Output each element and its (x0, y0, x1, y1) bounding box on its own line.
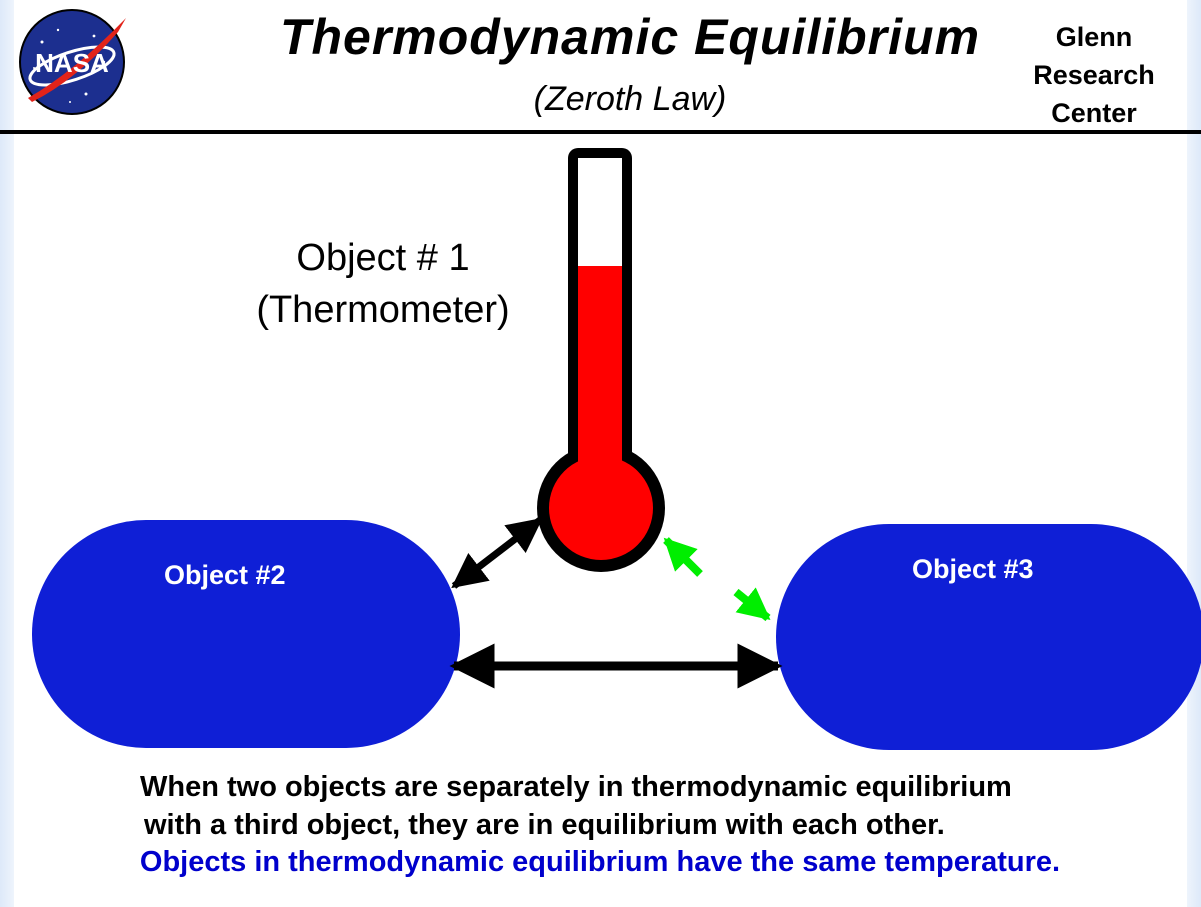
research-center-name: Glenn Research Center (1009, 18, 1179, 132)
nasa-logo: NASA (19, 9, 126, 115)
center-line: Research (1033, 60, 1155, 90)
object-1-type: (Thermometer) (256, 289, 510, 331)
object-3-label: Object #3 (912, 554, 1034, 584)
caption-highlight: Objects in thermodynamic equilibrium hav… (139, 846, 1061, 878)
caption: When two objects are separately in therm… (140, 768, 1120, 844)
nasa-logo-text: NASA (35, 48, 109, 78)
caption-line: When two objects are separately in therm… (140, 771, 1012, 803)
object-1-name: Object # 1 (296, 237, 470, 279)
header-divider (0, 130, 1201, 134)
left-edge (0, 0, 14, 907)
object-2-shape (32, 520, 460, 748)
page-title: Thermodynamic Equilibrium (279, 9, 981, 65)
object-3-shape (776, 524, 1201, 750)
arrow-thermometer-object3 (663, 537, 771, 622)
arrow-object2-thermometer (451, 517, 543, 589)
center-line: Center (1051, 98, 1137, 128)
object-1-label: Object # 1 (Thermometer) (228, 232, 538, 336)
page-subtitle: (Zeroth Law) (533, 80, 727, 118)
thermometer-icon (537, 148, 665, 572)
center-line: Glenn (1055, 22, 1133, 52)
caption-line: with a third object, they are in equilib… (144, 809, 945, 841)
object-2-label: Object #2 (164, 560, 286, 590)
